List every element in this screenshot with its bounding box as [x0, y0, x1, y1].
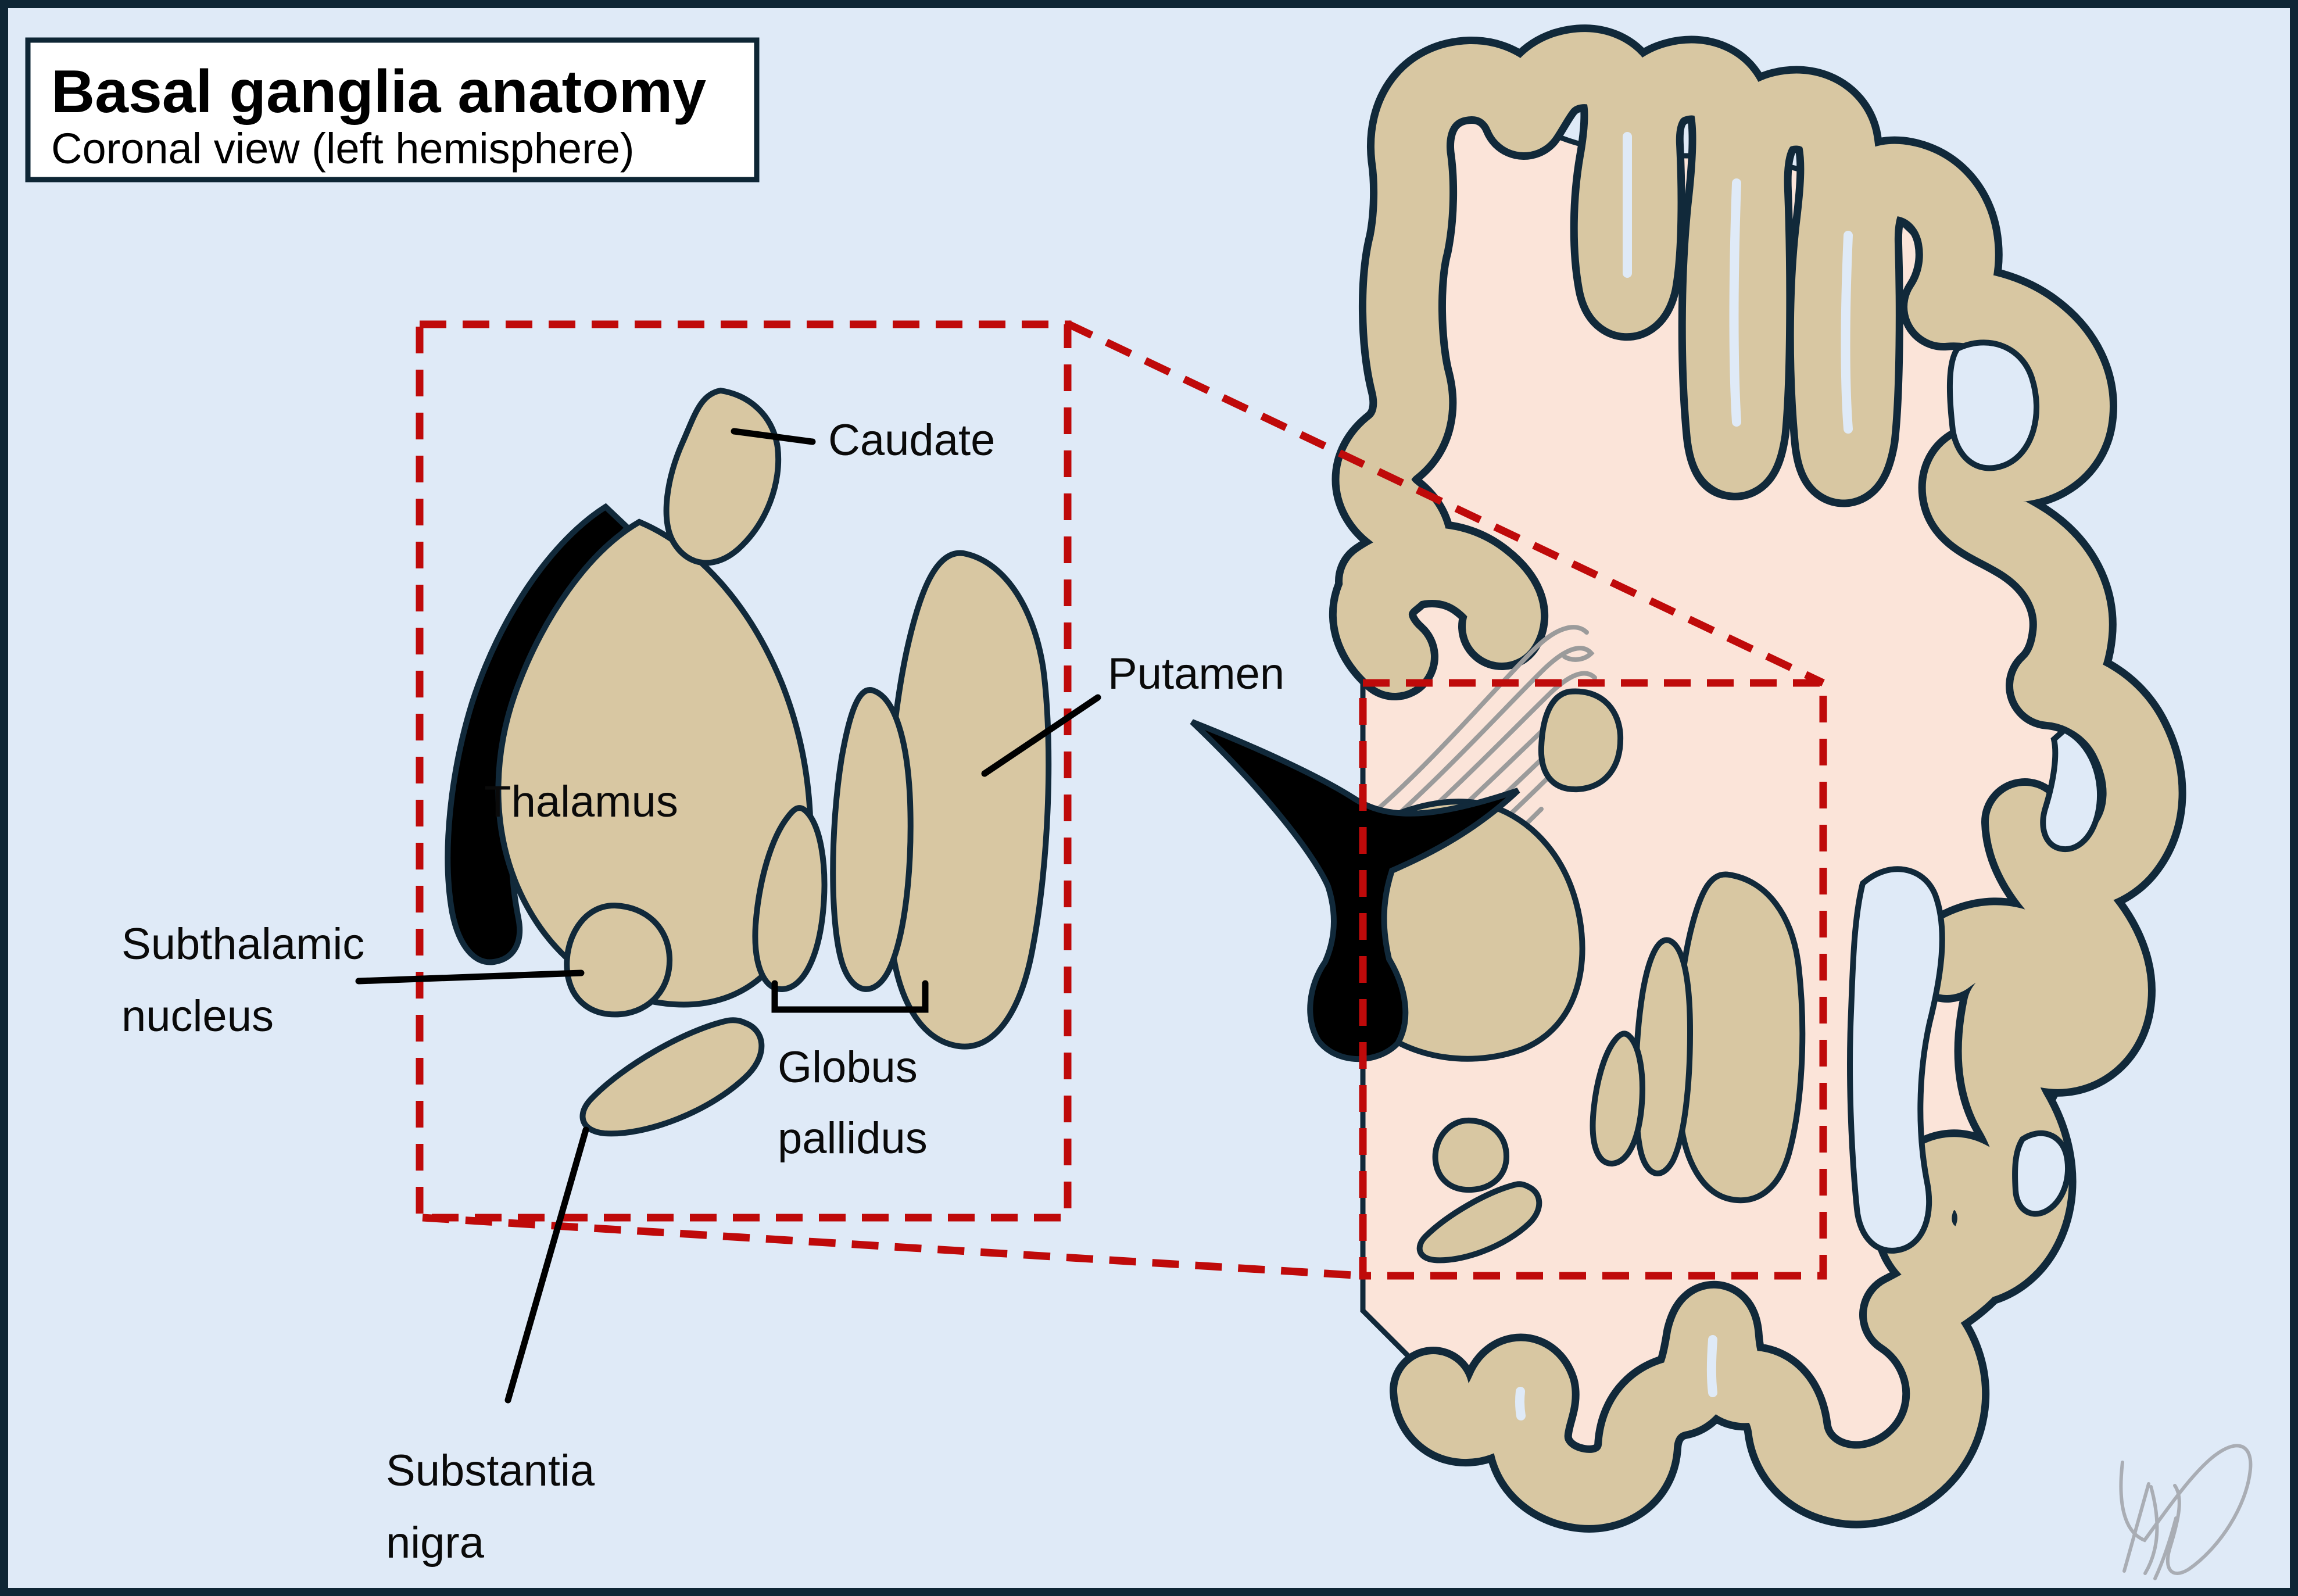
putamen-leader-line: [981, 694, 1101, 777]
brain-substantia-nigra: [1416, 1181, 1542, 1264]
connector-top: [1066, 320, 1825, 686]
substantia-leader-line: [504, 1126, 589, 1404]
brain-caudate: [1538, 688, 1624, 793]
label-thalamus: Thalamus: [484, 777, 678, 826]
inset-panel: Caudate Thalamus Putamen Subthalamic nuc…: [121, 320, 1284, 1568]
csf-pocket-lateral: [1847, 866, 1945, 1254]
brain-putamen: [1674, 871, 1806, 1204]
sulcus-slit-bottom-2: [1515, 1387, 1526, 1420]
subthalamic-leader-line: [355, 969, 585, 985]
label-substantia-line1: Substantia: [386, 1446, 595, 1495]
label-subthalamic-line1: Subthalamic: [121, 919, 364, 969]
label-putamen: Putamen: [1108, 649, 1284, 699]
brain-globus-pallidus-external: [1633, 937, 1694, 1176]
csf-pocket-upper-right: [1946, 339, 2040, 471]
brain-ventricle: [1190, 719, 1520, 1062]
inset-box: [416, 320, 1072, 1222]
sulcus-slit-2: [1729, 178, 1741, 427]
connector-bottom: [422, 1214, 1363, 1280]
label-subthalamic-line2: nucleus: [121, 992, 274, 1041]
inset-globus-pallidus-internal: [752, 805, 828, 993]
label-globus-line2: pallidus: [778, 1114, 928, 1163]
inset-globus-pallidus-external: [830, 687, 914, 992]
inset-thalamus: [495, 518, 814, 1008]
label-substantia-line2: nigra: [386, 1518, 485, 1568]
inset-putamen: [884, 550, 1052, 1050]
inset-subthalamic-nucleus: [564, 902, 673, 1018]
page-subtitle: Coronal view (left hemisphere): [51, 124, 635, 173]
page-title: Basal ganglia anatomy: [51, 58, 706, 126]
inset-substantia-nigra: [579, 1017, 765, 1137]
brain-section: [1190, 68, 2253, 1580]
globus-pallidus-bracket: [771, 980, 929, 1013]
label-globus-line1: Globus: [778, 1043, 918, 1092]
sulcus-slit-3: [1841, 231, 1853, 434]
csf-pocket-lower-curl: [2012, 1130, 2071, 1217]
title-box: Basal ganglia anatomy Coronal view (left…: [25, 37, 760, 182]
brain-roi-box: [1359, 679, 1827, 1280]
caudate-leader-line: [731, 428, 816, 445]
label-caudate: Caudate: [828, 416, 995, 465]
title-box-frame: [25, 37, 760, 182]
brain-globus-pallidus-internal: [1590, 1030, 1645, 1166]
csf-pocket-right-curl: [2040, 727, 2103, 853]
brain-subthalamic-nucleus: [1432, 1117, 1510, 1193]
signature: [2119, 1444, 2253, 1580]
sulcus-slit-bottom-1: [1706, 1335, 1717, 1397]
